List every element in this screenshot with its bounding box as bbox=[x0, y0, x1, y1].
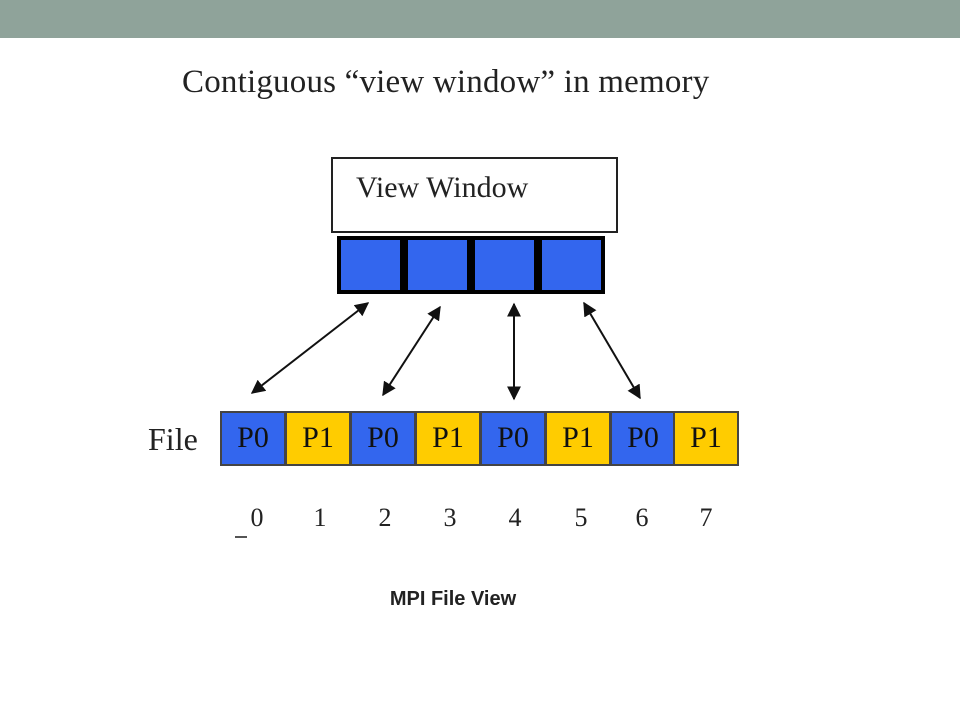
arrow-view-1-to-file-2 bbox=[382, 305, 441, 397]
file-block: P1 bbox=[415, 411, 481, 466]
file-block: P0 bbox=[610, 411, 676, 466]
view-window-box bbox=[331, 157, 618, 233]
file-block: P0 bbox=[480, 411, 546, 466]
file-block: P0 bbox=[350, 411, 416, 466]
file-index: 4 bbox=[508, 503, 522, 532]
figure-caption: MPI File View bbox=[389, 588, 517, 610]
arrow-view-3-to-file-6 bbox=[583, 301, 641, 400]
file-index: 5 bbox=[574, 503, 588, 532]
view-window-label: View Window bbox=[356, 171, 529, 204]
file-index: 2 bbox=[378, 503, 392, 532]
header-bar bbox=[0, 0, 960, 38]
view-cell bbox=[538, 236, 605, 294]
file-block: P0 bbox=[220, 411, 286, 466]
file-index: 7 bbox=[699, 503, 713, 532]
view-cell bbox=[337, 236, 404, 294]
file-block: P1 bbox=[673, 411, 739, 466]
file-index: 6 bbox=[635, 503, 649, 532]
file-block: P1 bbox=[285, 411, 351, 466]
diagram-title: Contiguous “view window” in memory bbox=[182, 64, 710, 100]
file-label: File bbox=[148, 421, 198, 457]
file-index: 1 bbox=[313, 503, 327, 532]
arrow-view-0-to-file-0 bbox=[250, 302, 370, 394]
file-index: 0 bbox=[250, 503, 264, 532]
offset-marker bbox=[235, 536, 247, 538]
view-cell bbox=[471, 236, 538, 294]
file-index: 3 bbox=[443, 503, 457, 532]
file-block: P1 bbox=[545, 411, 611, 466]
view-cell bbox=[404, 236, 471, 294]
